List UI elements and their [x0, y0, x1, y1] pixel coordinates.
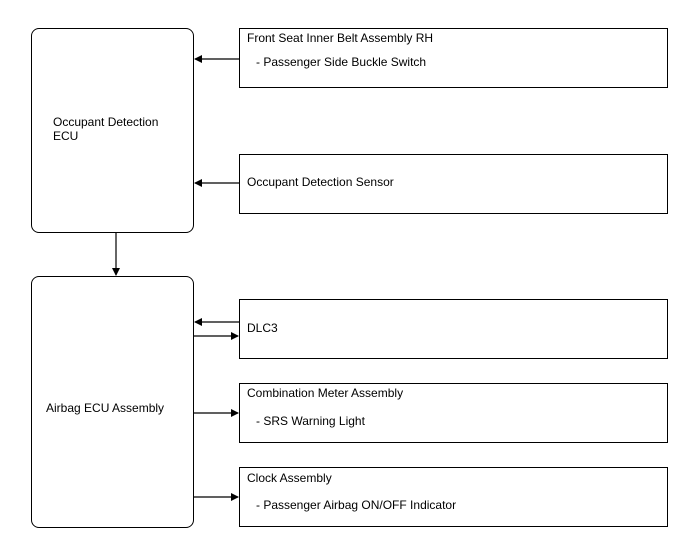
- airbag-ecu-assembly-box: [31, 276, 194, 528]
- clock-assembly-box: [239, 467, 668, 527]
- passenger-airbag-indicator-label: - Passenger Airbag ON/OFF Indicator: [256, 498, 457, 512]
- combination-meter-title: Combination Meter Assembly: [247, 386, 404, 400]
- occupant-detection-ecu-box: [31, 28, 194, 233]
- front-seat-inner-belt-box: [239, 28, 668, 88]
- occupant-detection-ecu-label-line2: ECU: [53, 129, 79, 143]
- dlc3-box: [239, 299, 668, 359]
- dlc3-title: DLC3: [247, 321, 278, 335]
- occupant-detection-sensor-title: Occupant Detection Sensor: [247, 175, 394, 189]
- passenger-side-buckle-switch-label: - Passenger Side Buckle Switch: [256, 55, 427, 69]
- combination-meter-box: [239, 383, 668, 443]
- occupant-detection-ecu-label-line1: Occupant Detection: [53, 115, 159, 129]
- clock-assembly-title: Clock Assembly: [247, 471, 332, 485]
- front-seat-inner-belt-title: Front Seat Inner Belt Assembly RH: [247, 31, 434, 45]
- occupant-detection-sensor-box: [239, 154, 668, 214]
- airbag-ecu-assembly-label: Airbag ECU Assembly: [46, 401, 165, 415]
- srs-warning-light-label: - SRS Warning Light: [256, 414, 365, 428]
